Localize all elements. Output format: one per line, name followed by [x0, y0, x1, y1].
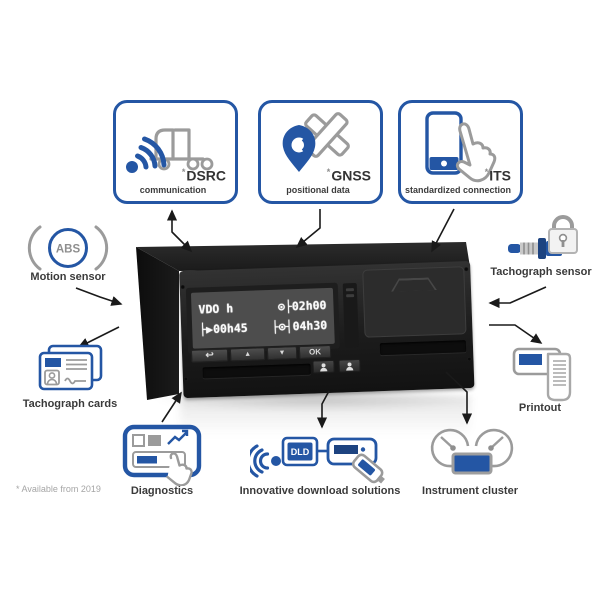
driver2-button	[338, 358, 361, 373]
dsrc-box: *DSRC communication	[113, 100, 238, 204]
arrow-motion-sensor	[75, 287, 123, 306]
printout-label: Printout	[518, 402, 562, 414]
arrow-gnss	[295, 209, 321, 249]
tachograph-cards-label: Tachograph cards	[22, 398, 118, 410]
footnote: * Available from 2019	[16, 484, 101, 494]
dld-text: DLD	[291, 447, 310, 457]
phone-touch-icon	[425, 111, 497, 183]
dsrc-title: *DSRC	[181, 167, 226, 184]
diagnostic-tool-hand-icon	[122, 424, 202, 486]
satellite-location-pin-icon	[282, 112, 350, 172]
gauges-display-icon	[430, 428, 514, 475]
arrow-tachograph-sensor	[488, 286, 547, 309]
dsrc-subtitle: communication	[139, 185, 207, 195]
sensor-padlock-icon	[508, 215, 578, 259]
gnss-title: *GNSS	[326, 167, 371, 184]
arrow-printout	[489, 324, 543, 344]
arrow-its	[431, 208, 455, 253]
printer-receipt-icon	[512, 347, 572, 402]
gnss-subtitle: positional data	[286, 185, 350, 195]
abs-text: ABS	[56, 244, 81, 256]
its-box: *ITS standardized connection	[398, 100, 523, 204]
id-cards-icon	[38, 344, 103, 391]
driver2-person-icon	[346, 361, 354, 371]
driver1-button	[312, 359, 335, 374]
motion-sensor-label: Motion sensor	[30, 271, 106, 283]
device-reflection	[180, 396, 470, 436]
instrument-cluster-label: Instrument cluster	[422, 485, 518, 497]
arrow-tachograph-cards	[77, 326, 120, 348]
tachograph-sensor-label: Tachograph sensor	[490, 266, 592, 278]
abs-circle-icon: ABS	[27, 225, 109, 271]
gnss-box: *GNSS positional data	[258, 100, 383, 204]
driver1-person-icon	[320, 362, 328, 371]
device-front-panel: VDO h ⊙├02h00 ├▶00h45 ├⊙┤04h30 ↩ ▲ ▼ OK	[179, 261, 475, 399]
its-title: *ITS	[484, 167, 511, 184]
truck-wireless-icon	[126, 128, 214, 173]
its-subtitle: standardized connection	[405, 185, 512, 195]
arrow-downloads	[316, 390, 330, 429]
arrow-diagnostics	[161, 391, 182, 423]
arrow-instrument-cluster	[445, 371, 473, 425]
diagnostics-label: Diagnostics	[130, 485, 194, 497]
arrow-dsrc	[166, 209, 193, 253]
downloads-label: Innovative download solutions	[239, 485, 401, 497]
dld-wireless-downloadkey-icon: DLD	[250, 436, 385, 484]
